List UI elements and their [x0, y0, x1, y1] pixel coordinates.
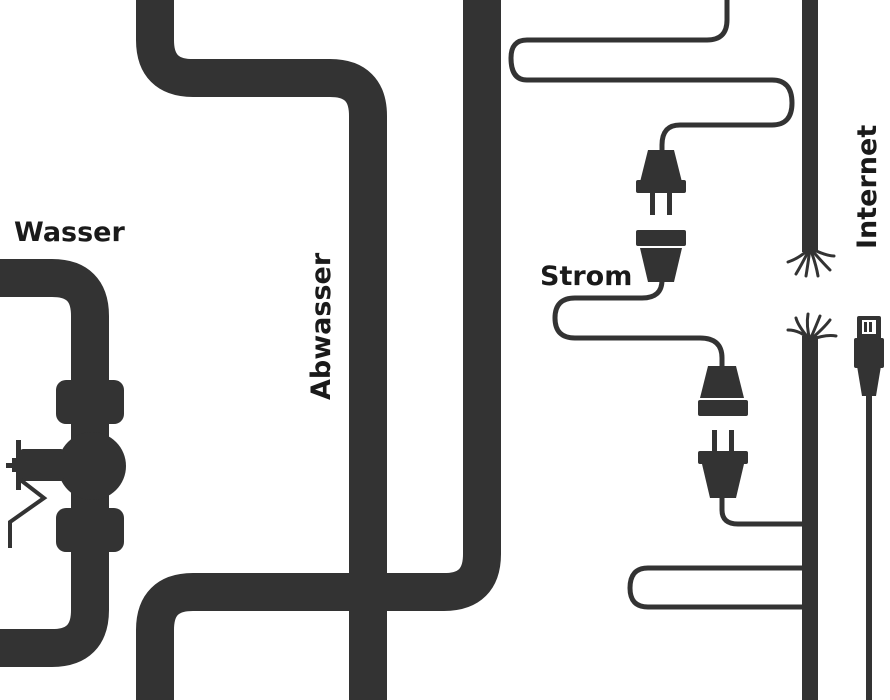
power-plug-icon — [636, 150, 686, 215]
valve-icon — [6, 380, 126, 552]
power-cable-zigzag — [627, 565, 805, 610]
frayed-cable-icon-lower — [786, 312, 838, 342]
ethernet-plug-icon — [854, 316, 884, 396]
power-socket-icon — [636, 230, 686, 282]
wastewater-pipe-upper — [136, 0, 387, 700]
power-label: Strom — [540, 261, 632, 292]
power-cable-lower — [719, 496, 805, 527]
wastewater-label: Abwasser — [306, 252, 337, 400]
power-cable-top — [508, 0, 795, 152]
frayed-cable-icon — [786, 246, 836, 278]
internet-label: Internet — [852, 125, 883, 249]
power-plug-icon-lower — [698, 430, 748, 498]
water-label: Wasser — [14, 217, 125, 248]
power-cable-middle — [552, 279, 725, 368]
wastewater-pipe-lower — [136, 0, 501, 700]
power-socket-icon-lower — [698, 366, 748, 416]
